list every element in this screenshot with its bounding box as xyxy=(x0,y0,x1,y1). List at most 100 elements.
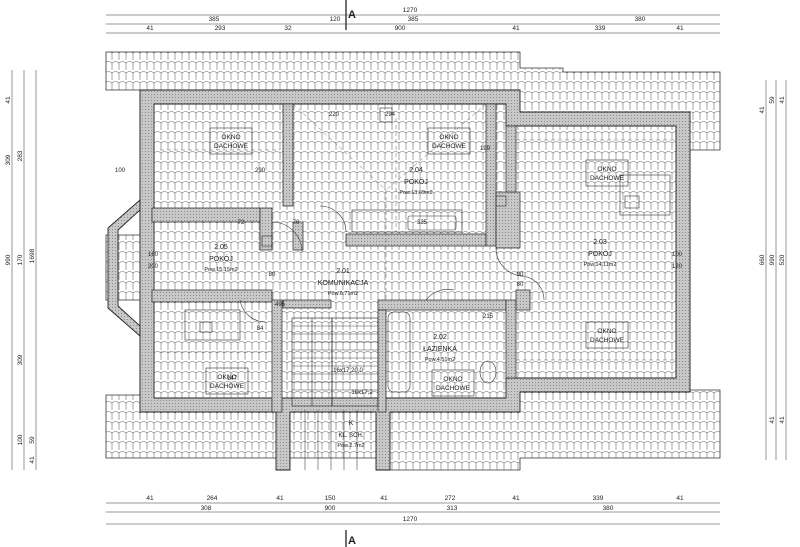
interior-walls xyxy=(151,103,531,413)
room-name: POKÓJ xyxy=(588,249,612,258)
dim-label: 41 xyxy=(29,456,36,464)
dim-label: 160 xyxy=(148,252,159,258)
roof-window-labels: OKNO DACHOWE OKNO DACHOWE OKNO DACHOWE O… xyxy=(210,134,625,392)
dim-label: 41 xyxy=(146,495,154,502)
dim-label: 32 xyxy=(284,25,292,32)
roof-window-label: OKNO xyxy=(597,328,616,335)
roof-window-label: DACHOWE xyxy=(590,175,625,182)
left-dimensions: 41 309 990 283 170 309 100 1698 59 41 xyxy=(5,96,36,464)
dim-label: 1698 xyxy=(29,248,36,263)
dim-label: 264 xyxy=(207,495,218,502)
room-name: ŁAZIENKA xyxy=(423,346,457,353)
dim-label: 41 xyxy=(676,495,684,502)
roof-window-label: OKNO xyxy=(597,166,616,173)
dim-label: 309 xyxy=(5,154,12,165)
dim-label: 41 xyxy=(779,416,786,424)
room-number: 2.05 xyxy=(214,244,228,251)
furniture xyxy=(184,107,671,393)
dim-total-bottom: 1270 xyxy=(403,516,418,523)
dim-label: 309 xyxy=(17,354,24,365)
dim-label: 339 xyxy=(595,25,606,32)
section-mark-top: A xyxy=(348,9,356,21)
dim-label: 80 xyxy=(517,282,524,288)
interior-dimensions: 100 160 200 72 70 80 495 220 335 215 90 … xyxy=(115,112,683,396)
exterior-walls xyxy=(107,89,691,471)
dim-label: 41 xyxy=(380,495,388,502)
dim-label: 100 xyxy=(672,252,683,258)
roof-window-label: DACHOWE xyxy=(590,337,625,344)
dim-label: 150 xyxy=(325,495,336,502)
room-number: 2.04 xyxy=(409,167,423,174)
dim-label: 120 xyxy=(672,264,683,270)
dim-label: 380 xyxy=(635,16,646,23)
dim-label: 59 xyxy=(769,96,776,104)
dim-label: 41 xyxy=(512,495,520,502)
dim-label: 215 xyxy=(483,314,494,320)
dim-label: 18x17,2 xyxy=(351,390,373,396)
room-area: Pow.14.11m2 xyxy=(584,262,617,268)
dim-label: 293 xyxy=(215,25,226,32)
room-name: KOMUNIKACJA xyxy=(318,280,369,287)
roof-window-label: OKNO xyxy=(221,134,240,141)
room-number: K xyxy=(349,420,354,427)
room-area: Pow.4.51m2 xyxy=(425,357,455,363)
dim-label: 100 xyxy=(17,434,24,445)
dim-label: 335 xyxy=(417,220,428,226)
dim-label: 41 xyxy=(779,96,786,104)
roof-window-label: OKNO xyxy=(217,374,236,381)
dim-label: 290 xyxy=(255,168,266,174)
top-dimensions: 1270 385 120 385 380 41 293 32 900 41 33… xyxy=(146,7,684,32)
room-number: 2.03 xyxy=(593,239,607,246)
room-area: Pow.15.15m2 xyxy=(204,267,237,273)
dim-label: 84 xyxy=(257,326,264,332)
dim-label: 283 xyxy=(17,150,24,161)
roof-window-label: OKNO xyxy=(439,134,458,141)
room-area: Pow.13.69m2 xyxy=(399,190,432,196)
dim-label: 41 xyxy=(5,96,12,104)
dim-label: 41 xyxy=(146,25,154,32)
dim-label: 147 xyxy=(227,376,238,382)
dim-label: 220 xyxy=(329,112,340,118)
dim-label: 72 xyxy=(238,220,245,226)
dim-label: 520 xyxy=(779,254,786,265)
dim-label: 385 xyxy=(408,16,419,23)
dim-label: 41 xyxy=(276,495,284,502)
dim-total-top: 1270 xyxy=(403,7,418,14)
dim-label: 90 xyxy=(517,272,524,278)
dim-label: 41 xyxy=(759,106,766,114)
dim-label: 41 xyxy=(676,25,684,32)
room-area: Pow.2.7m2 xyxy=(337,443,364,449)
staircase xyxy=(291,317,379,470)
dim-label: 339 xyxy=(593,495,604,502)
roof-window-label: DACHOWE xyxy=(436,385,471,392)
dim-label: 660 xyxy=(759,254,766,265)
roof-ridge-lines xyxy=(160,103,676,361)
roof-tiles xyxy=(105,51,721,471)
room-area: Pow.6.71m2 xyxy=(328,291,358,297)
door-swings xyxy=(239,205,545,323)
right-dimensions: 41 660 59 990 41 520 41 41 xyxy=(759,96,786,424)
dim-label: 495 xyxy=(275,302,286,308)
roof-windows xyxy=(205,127,629,397)
dim-label: 170 xyxy=(17,254,24,265)
bottom-dimensions: 41 264 41 150 41 272 41 339 41 308 900 3… xyxy=(146,495,684,547)
room-number: 2.02 xyxy=(433,334,447,341)
room-labels: 2.05 POKÓJ Pow.15.15m2 2.04 POKÓJ Pow.13… xyxy=(204,167,616,449)
dim-label: 100 xyxy=(115,168,126,174)
dim-label: 990 xyxy=(5,254,12,265)
room-number: 2.01 xyxy=(336,268,350,275)
dim-label: 900 xyxy=(395,25,406,32)
dim-label: 380 xyxy=(603,505,614,512)
room-name: POKÓJ xyxy=(404,177,428,186)
dim-label: 294 xyxy=(385,112,396,118)
roof-window-label: OKNO xyxy=(443,376,462,383)
dim-label: 80 xyxy=(269,272,276,278)
dim-label: 200 xyxy=(148,264,159,270)
dim-label: 313 xyxy=(447,505,458,512)
roof-window-label: DACHOWE xyxy=(214,143,249,150)
dim-label: 120 xyxy=(330,16,341,23)
roof-window-label: DACHOWE xyxy=(210,383,245,390)
dim-label: 16x17,20,0 xyxy=(333,368,363,374)
dim-label: 272 xyxy=(445,495,456,502)
